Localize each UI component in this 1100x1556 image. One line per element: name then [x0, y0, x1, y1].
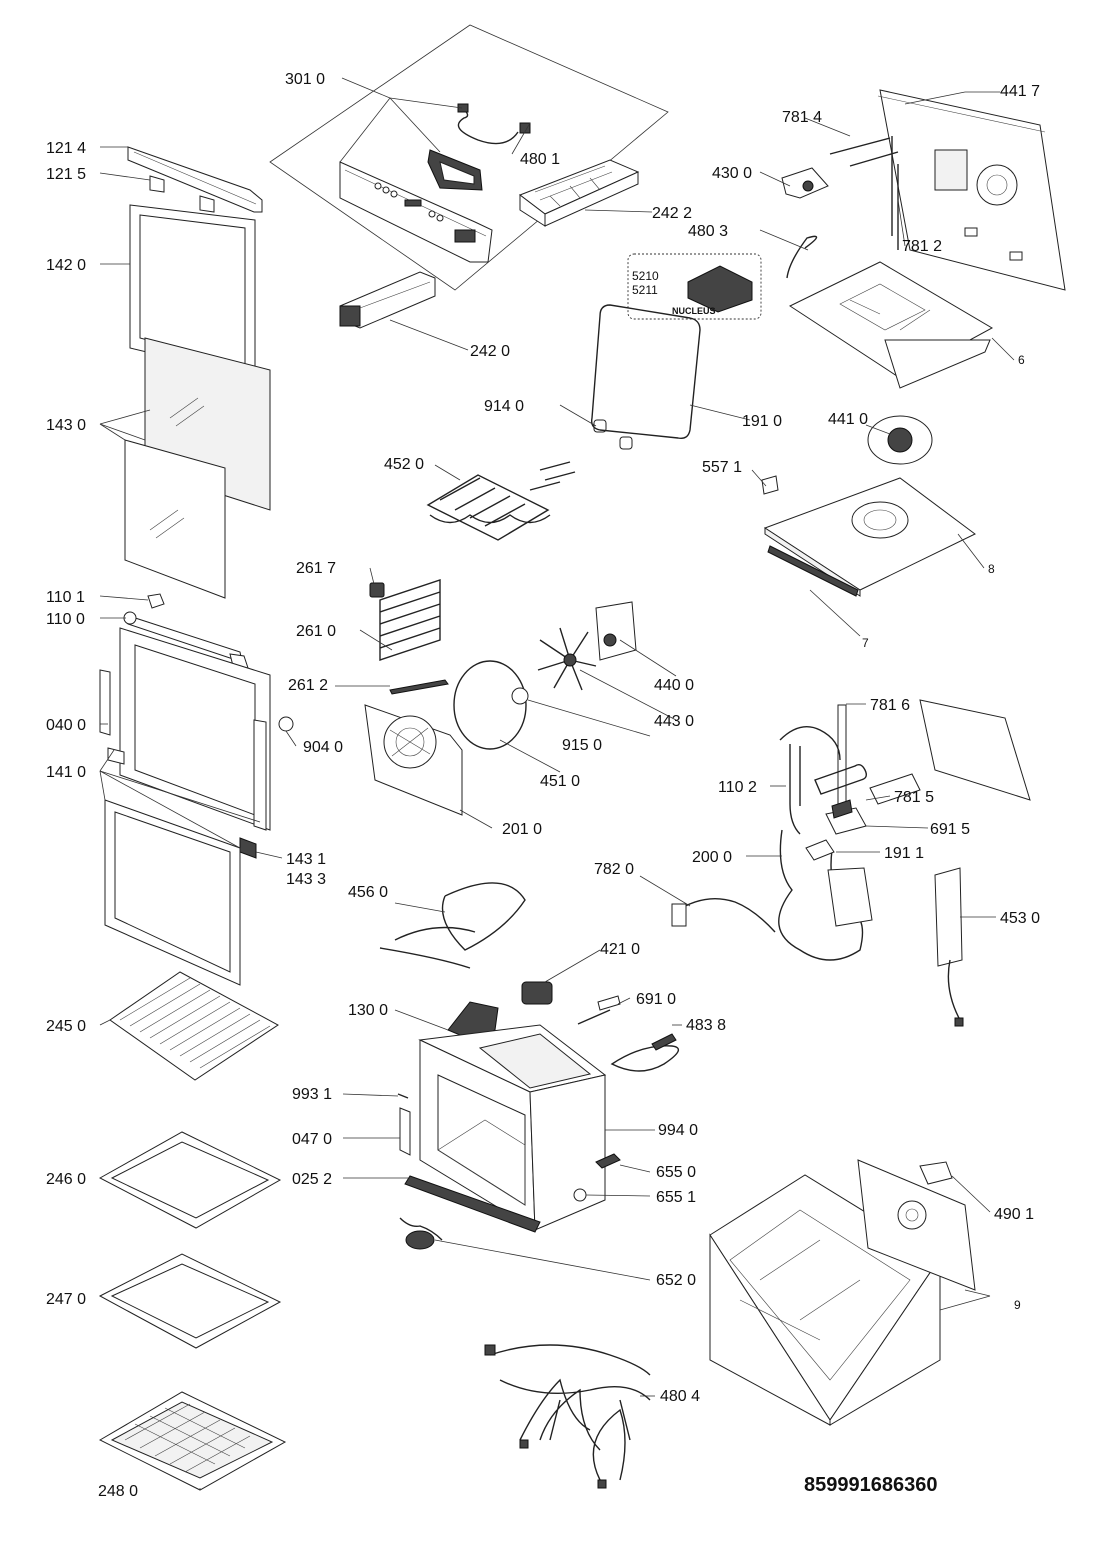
- callout-453-0: 453 0: [1000, 910, 1040, 927]
- cavity-internals-group: [364, 419, 680, 1072]
- callout-655-0: 655 0: [656, 1164, 696, 1181]
- callout-242-2: 242 2: [652, 205, 692, 222]
- callout-040-0: 040 0: [46, 717, 86, 734]
- callout-993-1: 993 1: [292, 1086, 332, 1103]
- nucleus-label: NUCLEUS: [672, 306, 716, 316]
- callout-443-0: 443 0: [654, 713, 694, 730]
- callout-201-0: 201 0: [502, 821, 542, 838]
- callout-242-0: 242 0: [470, 343, 510, 360]
- callout-452-0: 452 0: [384, 456, 424, 473]
- callout-8: 8: [988, 562, 995, 576]
- callout-691-5: 691 5: [930, 821, 970, 838]
- callout-914-0: 914 0: [484, 398, 524, 415]
- callout-782-0: 782 0: [594, 861, 634, 878]
- callout-142-0: 142 0: [46, 257, 86, 274]
- callout-110-0: 110 0: [46, 611, 85, 628]
- callout-191-1: 191 1: [884, 845, 924, 862]
- callout-labels: 301 0 480 1 242 2 242 0 121 4 121 5 142 …: [46, 71, 1040, 1500]
- callout-245-0: 245 0: [46, 1018, 86, 1035]
- callout-480-3: 480 3: [688, 223, 728, 240]
- callout-5211: 5211: [632, 283, 658, 297]
- wire-harness-group: [484, 1344, 651, 1489]
- callout-261-2: 261 2: [288, 677, 328, 694]
- callout-247-0: 247 0: [46, 1291, 86, 1308]
- callout-441-7: 441 7: [1000, 83, 1040, 100]
- callout-456-0: 456 0: [348, 884, 388, 901]
- callout-6: 6: [1018, 353, 1025, 367]
- callout-121-5: 121 5: [46, 166, 86, 183]
- callout-246-0: 246 0: [46, 1171, 86, 1188]
- callout-200-0: 200 0: [692, 849, 732, 866]
- callout-421-0: 421 0: [600, 941, 640, 958]
- callout-430-0: 430 0: [712, 165, 752, 182]
- callout-915-0: 915 0: [562, 737, 602, 754]
- cavity-box-group: [397, 1024, 621, 1250]
- callout-483-8: 483 8: [686, 1017, 726, 1034]
- rear-components-group: [590, 89, 1066, 597]
- callout-781-5: 781 5: [894, 789, 934, 806]
- callout-143-1: 143 1: [286, 851, 326, 868]
- callout-480-4: 480 4: [660, 1388, 700, 1405]
- callout-110-2: 110 2: [718, 779, 757, 796]
- callout-441-0: 441 0: [828, 411, 868, 428]
- callout-261-0: 261 0: [296, 623, 336, 640]
- callout-191-0: 191 0: [742, 413, 782, 430]
- callout-248-0: 248 0: [98, 1483, 138, 1500]
- callout-781-2: 781 2: [902, 238, 942, 255]
- callout-904-0: 904 0: [303, 739, 343, 756]
- racks-trays-group: [98, 971, 287, 1491]
- callout-141-0: 141 0: [46, 764, 86, 781]
- callout-655-1: 655 1: [656, 1189, 696, 1206]
- callout-025-2: 025 2: [292, 1171, 332, 1188]
- callout-781-6: 781 6: [870, 697, 910, 714]
- callout-691-0: 691 0: [636, 991, 676, 1008]
- leader-lines: [99, 77, 1015, 1490]
- callout-5210: 5210: [632, 269, 659, 283]
- callout-143-3: 143 3: [286, 871, 326, 888]
- callout-121-4: 121 4: [46, 140, 86, 157]
- callout-440-0: 440 0: [654, 677, 694, 694]
- callout-9: 9: [1014, 1298, 1021, 1312]
- callout-490-1: 490 1: [994, 1206, 1034, 1223]
- callout-261-7: 261 7: [296, 560, 336, 577]
- steam-system-group: [671, 699, 1031, 1027]
- callout-301-0: 301 0: [285, 71, 325, 88]
- callout-557-1: 557 1: [702, 459, 742, 476]
- callout-480-1: 480 1: [520, 151, 560, 168]
- callout-7: 7: [862, 636, 869, 650]
- door-glass-group: [99, 146, 294, 986]
- control-panel-group: [269, 24, 669, 329]
- callout-652-0: 652 0: [656, 1272, 696, 1289]
- callout-143-0: 143 0: [46, 417, 86, 434]
- callout-451-0: 451 0: [540, 773, 580, 790]
- callout-781-4: 781 4: [782, 109, 822, 126]
- outer-frame-group: [709, 1159, 976, 1426]
- callout-130-0: 130 0: [348, 1002, 388, 1019]
- callout-110-1: 110 1: [46, 589, 85, 606]
- callout-994-0: 994 0: [658, 1122, 698, 1139]
- document-code: 859991686360: [804, 1474, 937, 1496]
- callout-047-0: 047 0: [292, 1131, 332, 1148]
